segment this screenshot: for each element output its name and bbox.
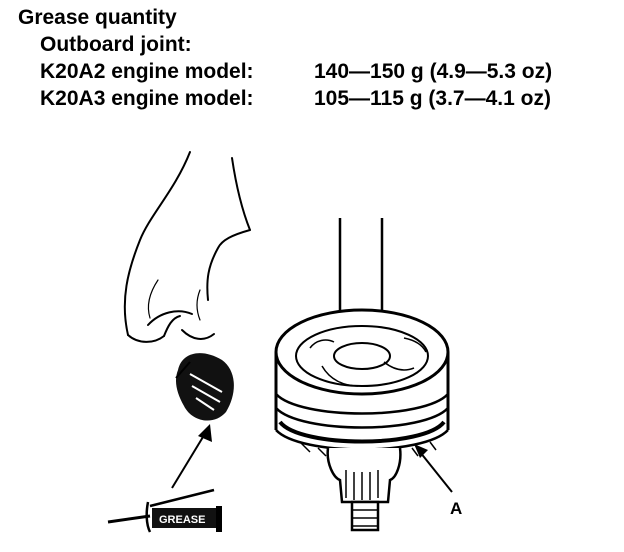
squeeze-arrow — [171, 424, 212, 489]
callout-arrow — [414, 444, 453, 493]
spec-row-label: K20A2 engine model: — [40, 60, 254, 83]
spec-row-k20a2: K20A2 engine model: 140—150 g (4.9—5.3 o… — [18, 58, 618, 85]
spec-subtitle: Outboard joint: — [40, 33, 192, 56]
spec-title: Grease quantity — [18, 6, 177, 29]
grease-tube-label: GREASE — [159, 514, 205, 526]
hand-illustration — [123, 151, 251, 343]
spec-row-label: K20A3 engine model: — [40, 87, 254, 110]
grease-nozzle-icon — [175, 353, 234, 421]
stub-shaft — [326, 447, 402, 532]
grease-spec-block: Grease quantity Outboard joint: K20A2 en… — [18, 4, 618, 112]
spec-row-k20a3: K20A3 engine model: 105—115 g (3.7—4.1 o… — [18, 85, 618, 112]
illustration-svg: GREASE — [107, 151, 462, 533]
spec-row-value: 140—150 g (4.9—5.3 oz) — [314, 60, 553, 83]
callout-label-a: A — [450, 499, 462, 518]
cv-joint-housing — [274, 308, 450, 461]
grease-illustration: GREASE — [0, 130, 624, 552]
grease-tube-icon: GREASE — [107, 488, 222, 533]
spec-row-value: 105—115 g (3.7—4.1 oz) — [314, 87, 551, 110]
